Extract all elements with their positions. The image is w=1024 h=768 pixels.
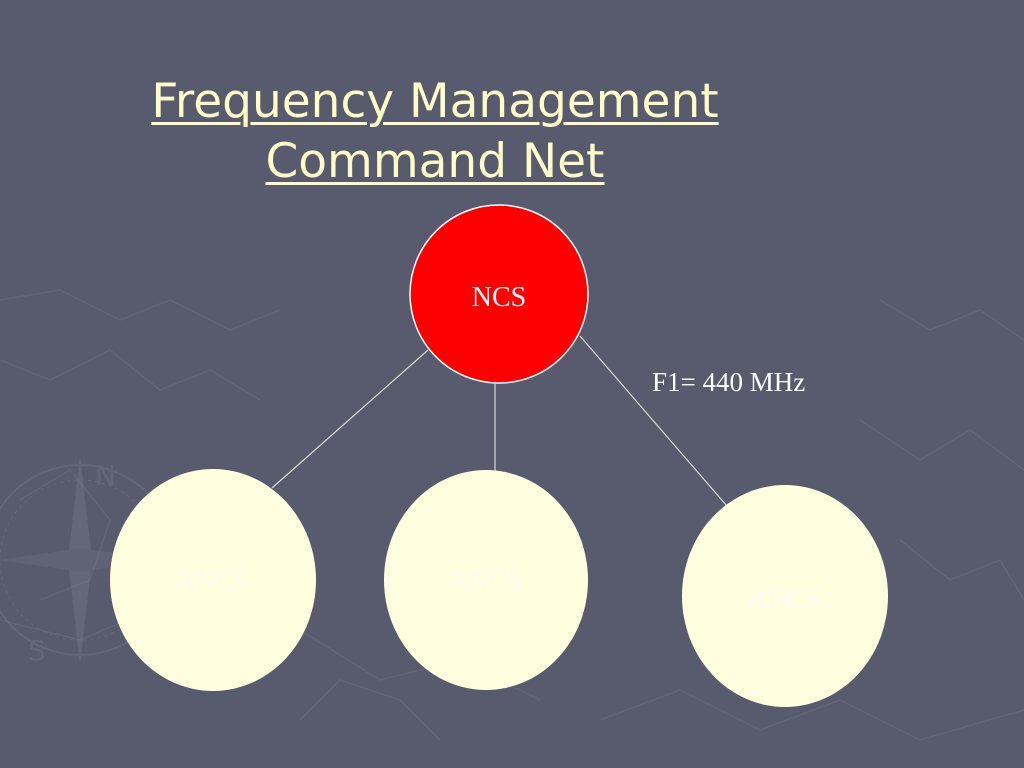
svg-text:S: S xyxy=(28,634,46,667)
svg-text:N: N xyxy=(95,459,116,492)
ncs-node-label: NCS xyxy=(472,282,526,313)
ancs-node-center: ANCS xyxy=(384,470,588,690)
connector-left xyxy=(271,349,429,489)
ancs-node-right: ANCS xyxy=(682,485,888,707)
ancs-node-center-label: ANCS xyxy=(449,566,524,597)
ncs-node: NCS xyxy=(409,204,589,384)
slide-title: Frequency Management Command Net xyxy=(100,72,770,192)
ancs-node-left-label: ANCS xyxy=(176,566,251,597)
connector-right xyxy=(579,335,728,507)
ancs-node-right-label: ANCS xyxy=(748,584,823,615)
title-line-2: Command Net xyxy=(265,134,605,189)
title-line-1: Frequency Management xyxy=(151,74,719,129)
ancs-node-left: ANCS xyxy=(110,469,316,691)
frequency-label: F1= 440 MHz xyxy=(652,367,806,397)
